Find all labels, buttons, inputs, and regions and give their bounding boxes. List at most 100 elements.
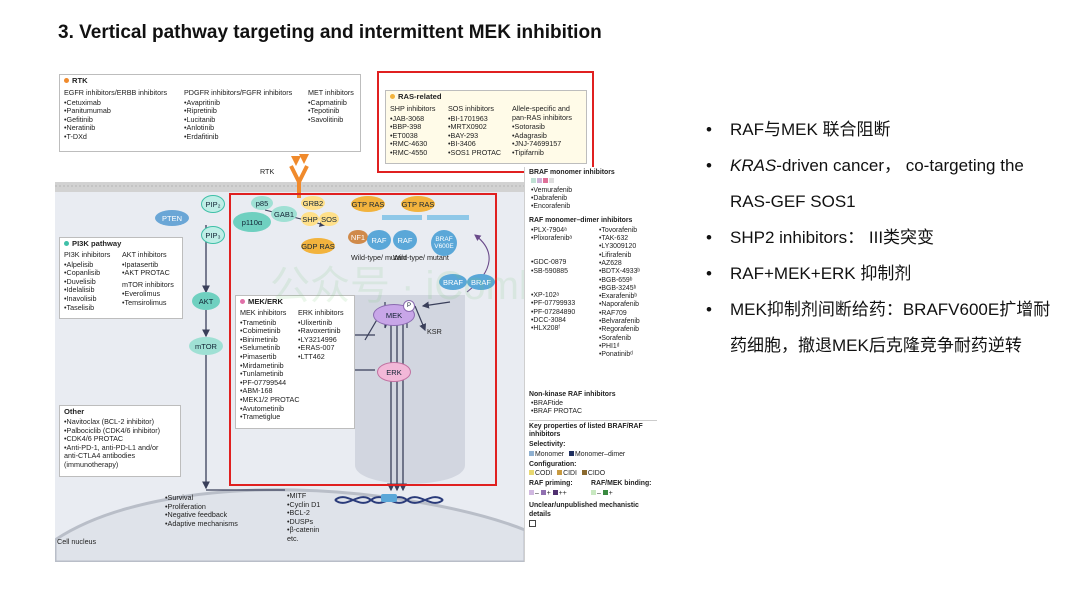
- list-item: BDTX-4933ᵇ: [599, 268, 640, 276]
- pi3k-box-title: PI3K pathway: [72, 239, 122, 248]
- list-item: Savolitinib: [308, 115, 354, 125]
- legend-label: +: [608, 489, 613, 497]
- ras-col2-title: SOS inhibitors: [448, 104, 494, 113]
- list-item: ET0038: [390, 131, 435, 141]
- pi3k-col3-title: mTOR inhibitors: [122, 279, 174, 289]
- legend-label: CIDI: [563, 470, 577, 478]
- mek-erk-dot-icon: [240, 299, 245, 304]
- list-item: JAB-3068: [390, 114, 435, 124]
- outcome-item: Adaptive mechanisms: [165, 519, 238, 529]
- target-item: β-catenin: [287, 526, 320, 535]
- braf-monomer-title: BRAF monomer inhibitors: [529, 169, 615, 176]
- list-item: RMC-4630: [390, 140, 435, 149]
- list-item: Tovorafenib: [599, 227, 640, 235]
- ras-related-highlight: [377, 71, 594, 173]
- rtk-box-title: RTK: [72, 76, 88, 85]
- list-item: Idelalisib: [64, 286, 110, 295]
- nf1-node: NF1: [348, 230, 368, 244]
- bullet-item: RAF与MEK 联合阻断: [706, 112, 1066, 148]
- pi3k-dot-icon: [64, 241, 69, 246]
- bullet-item: KRAS-driven cancer， co-targeting the RAS…: [706, 148, 1066, 220]
- list-item: Tepotinib: [308, 107, 354, 116]
- target-item: DUSPs: [287, 517, 320, 527]
- cell-nucleus-label: Cell nucleus: [57, 537, 97, 546]
- priming-legend: – + ++: [529, 489, 573, 498]
- erk-col-title: ERK inhibitors: [298, 308, 344, 317]
- list-item: PF-07284890: [531, 309, 575, 317]
- ras-col3-title: Allele-specific and pan-RAS inhibitors: [512, 104, 572, 122]
- list-item: Palbociclib (CDK4/6 inhibitor): [64, 426, 160, 436]
- list-item: Anti-PD-1, anti-PD-L1 and/or: [64, 443, 160, 453]
- pathway-figure: RTK EGFR inhibitors/ERBB inhibitors Cetu…: [55, 70, 660, 562]
- targets-list: MITF Cyclin D1 BCL-2 DUSPs β-catenin etc…: [287, 491, 320, 544]
- list-item: BAY-293: [448, 131, 501, 141]
- selectivity-title: Selectivity:: [529, 441, 566, 449]
- sos-node: SOS: [319, 212, 339, 226]
- list-item: Ulixertinib: [298, 318, 344, 328]
- pi3k-col2-title: AKT inhibitors: [122, 250, 167, 259]
- list-item: Cobimetinib: [240, 327, 300, 336]
- list-item: Vemurafenib: [531, 187, 660, 195]
- list-item: CDK4/6 PROTAC: [64, 435, 160, 444]
- list-item: Ripretinib: [184, 107, 292, 116]
- list-item: PLX-7904ᵃ: [531, 227, 575, 235]
- braf-v600e-node: BRAF V600E: [431, 230, 457, 256]
- bullet-text: RAF与MEK 联合阻断: [730, 120, 891, 139]
- phospho-node: P: [403, 300, 415, 312]
- legend-label: ++: [558, 489, 567, 497]
- list-item: Adagrasib: [512, 131, 584, 141]
- list-item: Sotorasib: [512, 123, 584, 132]
- bullet-text: -driven cancer， co-targeting the RAS-GEF…: [730, 156, 1024, 211]
- ras-drug-box: RAS-related SHP inhibitors JAB-3068 BBP-…: [385, 90, 587, 164]
- pi3k-drug-box: PI3K pathway PI3K inhibitors Alpelisib C…: [59, 237, 183, 319]
- p110a-node: p110α: [233, 212, 271, 232]
- outcomes-list: Survival Proliferation Negative feedback…: [165, 493, 238, 529]
- list-item: Trametinib: [240, 318, 300, 328]
- list-item: Selumetinib: [240, 344, 300, 353]
- list-item: GDC-0879: [531, 259, 575, 267]
- other-drug-box: Other Navitoclax (BCL-2 inhibitor) Palbo…: [59, 405, 181, 477]
- legend-label: –: [535, 489, 539, 497]
- list-item: Tipifarnib: [512, 148, 584, 158]
- list-item: Naporafenib: [599, 301, 640, 309]
- list-item: ERAS-007: [298, 344, 344, 353]
- mek-erk-highlight: [229, 193, 497, 486]
- list-item: PF-07799933: [531, 300, 575, 308]
- list-item: RAF709: [599, 310, 640, 318]
- configuration-title: Configuration:: [529, 460, 577, 468]
- p85-node: p85: [251, 196, 273, 210]
- ras-col1-title: SHP inhibitors: [390, 104, 436, 113]
- akt-node: AKT: [192, 292, 220, 310]
- watermark: 公众号 · iCombo: [270, 264, 564, 308]
- list-item: LY3214996: [298, 335, 344, 345]
- list-item: Pimasertib: [240, 352, 300, 362]
- mtor-node: mTOR: [189, 337, 223, 355]
- rtk-dot-icon: [64, 78, 69, 83]
- list-item: Taselisib: [64, 303, 110, 313]
- list-item: T-DXd: [64, 132, 167, 142]
- list-item: RMC-4550: [390, 148, 435, 158]
- unclear-swatch: [529, 520, 536, 528]
- braf-dimer-node-1: BRAF: [439, 274, 467, 290]
- list-item: AZ628: [599, 260, 640, 268]
- list-item: LTT462: [298, 352, 344, 362]
- list-item: ABM-168: [240, 387, 300, 396]
- bullet-text: RAF+MEK+ERK 抑制剂: [730, 264, 912, 283]
- raf-mek-legend: – +: [591, 489, 651, 498]
- bullet-item: RAF+MEK+ERK 抑制剂: [706, 256, 1066, 292]
- grb2-node: GRB2: [301, 196, 325, 210]
- list-item: Duvelisib: [64, 277, 110, 287]
- target-item: BCL-2: [287, 509, 320, 518]
- list-item: Avapritinib: [184, 98, 292, 108]
- list-item: Panitumumab: [64, 107, 167, 116]
- list-item: Tunlametinib: [240, 370, 300, 379]
- list-item: Trametiglue: [240, 413, 300, 422]
- rtk-label: RTK: [260, 167, 275, 176]
- rtk-col1-title: EGFR inhibitors/ERBB inhibitors: [64, 88, 168, 97]
- list-item: Belvarafenib: [599, 318, 640, 326]
- list-item: DCC-3084: [531, 317, 575, 325]
- configuration-legend: CODI CIDI CIDO: [529, 470, 660, 478]
- list-item: Ravoxertinib: [298, 327, 344, 336]
- list-item: Lifirafenib: [599, 252, 640, 260]
- list-item: Mirdametinib: [240, 361, 300, 371]
